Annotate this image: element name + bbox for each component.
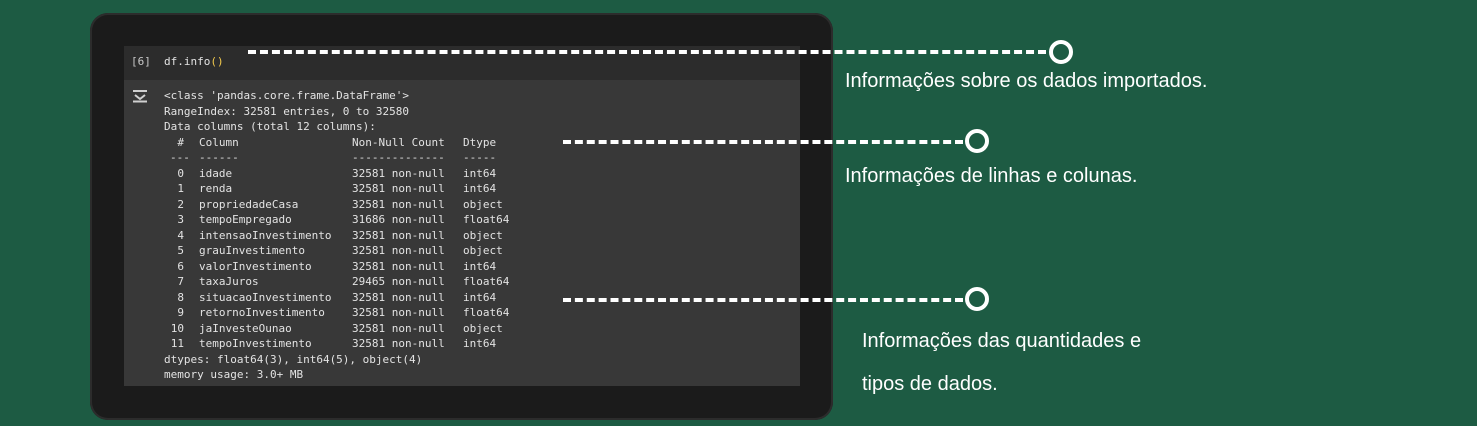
table-row-column: taxaJuros — [199, 275, 259, 288]
table-row-dtype: int64 — [463, 166, 497, 180]
callout-marker-1 — [1049, 40, 1073, 64]
table-row-column: retornoInvestimento — [199, 306, 325, 319]
table-row-num: 2 — [177, 197, 184, 211]
table-row-column: grauInvestimento — [199, 244, 305, 257]
table-row-dtype: object — [463, 244, 503, 257]
table-row-column: idade — [199, 166, 233, 180]
table-row-dtype: object — [463, 321, 503, 335]
table-row-count: 32581 non-null — [352, 182, 445, 195]
table-header-dtype: Dtype — [463, 135, 497, 149]
callout-text-1: Informações sobre os dados importados. — [845, 70, 1208, 92]
table-row-column: jaInvesteOunao — [199, 321, 292, 335]
table-row-num: 8 — [177, 290, 184, 304]
output-line: RangeIndex: 32581 entries, 0 to 32580 — [164, 104, 410, 118]
table-row-column: tempoInvestimento — [199, 337, 312, 350]
table-row-column: intensaoInvestimento — [199, 228, 332, 242]
cell-execution-count: [6] — [131, 55, 151, 68]
table-row-count: 32581 non-null — [352, 306, 445, 319]
table-row-dtype: float64 — [463, 213, 510, 226]
table-header-num: # — [177, 135, 184, 149]
table-row-dtype: float64 — [463, 275, 510, 288]
output-line: Data columns (total 12 columns): — [164, 120, 376, 133]
output-toggle-icon[interactable] — [132, 89, 148, 103]
table-row-dtype: int64 — [463, 259, 497, 273]
output-footer-line: memory usage: 3.0+ MB — [164, 368, 304, 381]
callout-line-2 — [563, 140, 963, 144]
callout-text-3a: Informações das quantidades e — [862, 330, 1142, 352]
output-footer-line: dtypes: float64(3), int64(5), object(4) — [164, 352, 423, 366]
table-row-dtype: int64 — [463, 337, 497, 350]
table-row-num: 5 — [177, 244, 184, 257]
table-row-column: valorInvestimento — [199, 259, 312, 273]
table-row-num: 1 — [177, 182, 184, 195]
notebook-screen: [6] df.info() <class 'pandas.core.frame.… — [124, 46, 800, 386]
callout-marker-3 — [965, 287, 989, 311]
table-separator-dtype: ----- — [463, 151, 497, 164]
code-paren: () — [210, 55, 224, 68]
table-row-num: 4 — [177, 228, 184, 242]
table-row-dtype: int64 — [463, 290, 497, 304]
table-header-column: Column — [199, 135, 239, 149]
output-line: <class 'pandas.core.frame.DataFrame'> — [164, 89, 410, 102]
table-row-num: 6 — [177, 259, 184, 273]
table-separator-column: ------ — [199, 151, 239, 164]
table-row-count: 32581 non-null — [352, 290, 445, 304]
table-row-dtype: object — [463, 228, 503, 242]
table-row-count: 32581 non-null — [352, 197, 445, 211]
table-row-column: propriedadeCasa — [199, 197, 299, 211]
table-row-num: 9 — [177, 306, 184, 319]
callout-line-3 — [563, 298, 963, 302]
table-row-dtype: object — [463, 197, 503, 211]
table-row-count: 32581 non-null — [352, 244, 445, 257]
table-row-dtype: int64 — [463, 182, 497, 195]
table-row-num: 11 — [170, 337, 184, 350]
table-row-column: tempoEmpregado — [199, 213, 292, 226]
table-row-column: situacaoInvestimento — [199, 290, 332, 304]
table-row-dtype: float64 — [463, 306, 510, 319]
table-row-count: 32581 non-null — [352, 166, 445, 180]
table-row-num: 3 — [177, 213, 184, 226]
table-row-count: 32581 non-null — [352, 337, 445, 350]
table-row-num: 0 — [177, 166, 184, 180]
table-row-column: renda — [199, 182, 233, 195]
callout-text-2: Informações de linhas e colunas. — [845, 165, 1138, 187]
table-row-count: 32581 non-null — [352, 259, 445, 273]
table-row-num: 7 — [177, 275, 184, 288]
table-row-count: 32581 non-null — [352, 321, 445, 335]
table-row-num: 10 — [170, 321, 184, 335]
callout-marker-2 — [965, 129, 989, 153]
callout-line-1 — [248, 50, 1046, 54]
table-header-count: Non-Null Count — [352, 135, 445, 149]
table-row-count: 31686 non-null — [352, 213, 445, 226]
callout-text-3b: tipos de dados. — [862, 373, 998, 395]
cell-code[interactable]: df.info() — [164, 55, 224, 68]
table-separator-num: --- — [170, 151, 190, 164]
table-row-count: 32581 non-null — [352, 228, 445, 242]
code-text: df.info — [164, 55, 211, 68]
table-row-count: 29465 non-null — [352, 275, 445, 288]
table-separator-count: -------------- — [352, 151, 445, 164]
